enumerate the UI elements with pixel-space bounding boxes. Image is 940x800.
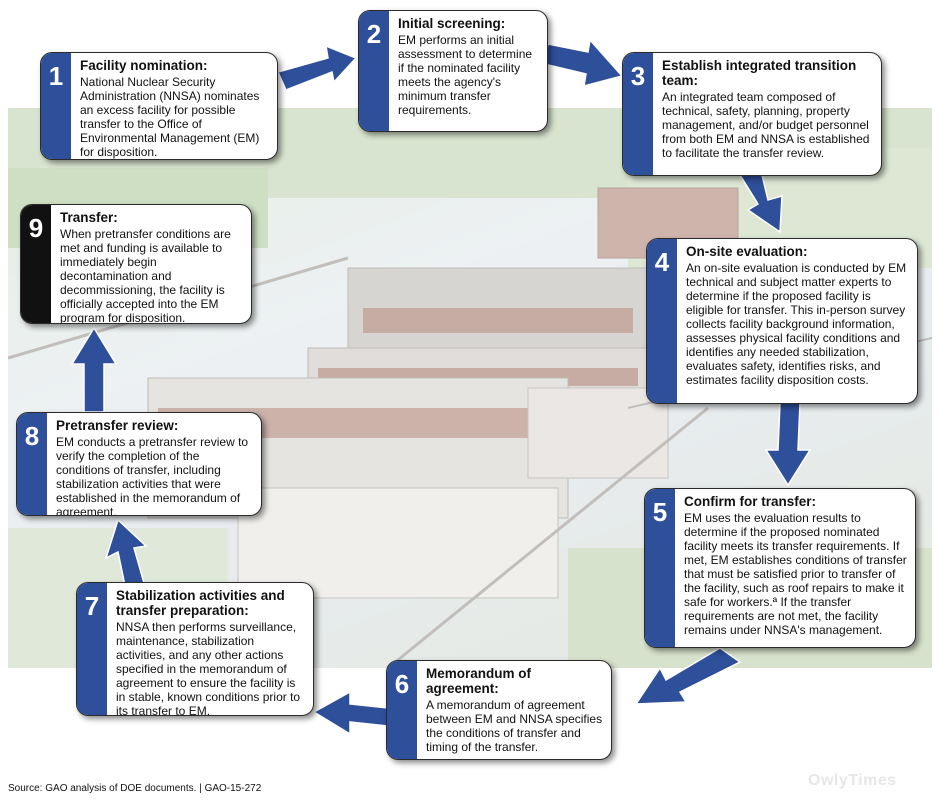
step-title: Facility nomination: [80, 58, 208, 73]
step-body: National Nuclear Security Administration… [80, 75, 260, 159]
step-body: An integrated team composed of technical… [662, 90, 870, 160]
source-note: Source: GAO analysis of DOE documents. |… [8, 783, 262, 794]
step-body: When pretransfer conditions are met and … [60, 227, 231, 324]
arrow-5-to-6 [634, 647, 742, 705]
step-title: Establish integrated transition team: [662, 58, 857, 88]
step-title: On-site evaluation: [686, 244, 808, 259]
step-1-card: 1 Facility nomination: National Nuclear … [40, 52, 278, 160]
step-number: 8 [17, 413, 47, 515]
step-8-card: 8 Pretransfer review: EM conducts a pret… [16, 412, 262, 516]
step-body: NNSA then performs surveillance, mainten… [116, 620, 301, 716]
step-number: 2 [359, 11, 389, 131]
step-number: 3 [623, 53, 653, 175]
arrow-2-to-3 [543, 38, 624, 88]
step-2-card: 2 Initial screening: EM performs an init… [358, 10, 548, 132]
step-title: Confirm for transfer: [684, 494, 817, 509]
step-4-card: 4 On-site evaluation: An on-site evaluat… [646, 238, 918, 404]
arrow-1-to-2 [276, 44, 358, 91]
arrow-6-to-7 [312, 690, 389, 736]
step-number: 7 [77, 583, 107, 715]
step-body: A memorandum of agreement between EM and… [426, 698, 603, 754]
step-number: 6 [387, 661, 417, 759]
step-number: 5 [645, 489, 675, 647]
arrow-4-to-5 [764, 402, 812, 487]
step-title: Memorandum of agreement: [426, 666, 532, 696]
step-title: Stabilization activities and transfer pr… [116, 588, 285, 618]
step-6-card: 6 Memorandum of agreement: A memorandum … [386, 660, 612, 760]
step-title: Initial screening: [398, 16, 506, 31]
step-body: EM uses the evaluation results to determ… [684, 511, 907, 637]
step-body: An on-site evaluation is conducted by EM… [686, 261, 907, 387]
arrow-8-to-9 [70, 326, 118, 413]
step-body: EM conducts a pretransfer review to veri… [56, 435, 249, 516]
step-number: 9 [21, 205, 51, 323]
step-number: 4 [647, 239, 677, 403]
step-body: EM performs an initial assessment to det… [398, 33, 533, 117]
step-title: Pretransfer review: [56, 418, 179, 433]
step-5-card: 5 Confirm for transfer: EM uses the eval… [644, 488, 916, 648]
step-9-card: 9 Transfer: When pretransfer conditions … [20, 204, 252, 324]
step-title: Transfer: [60, 210, 118, 225]
arrow-3-to-4 [738, 174, 783, 234]
step-7-card: 7 Stabilization activities and transfer … [76, 582, 314, 716]
watermark: OwlyTimes [808, 772, 897, 789]
step-3-card: 3 Establish integrated transition team: … [622, 52, 882, 176]
step-number: 1 [41, 53, 71, 159]
